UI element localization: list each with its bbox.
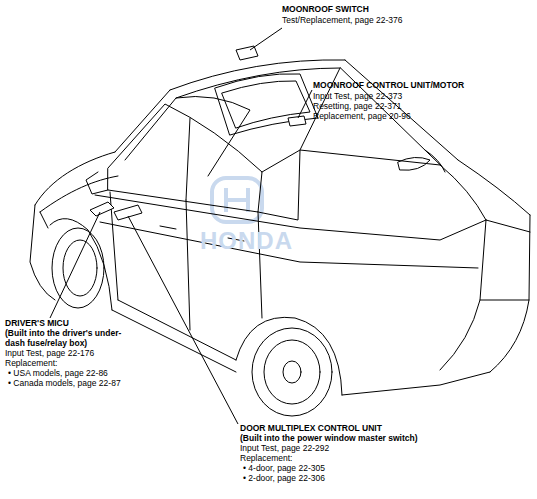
callout-note: (Built into the driver's under-dash fuse…: [5, 328, 140, 348]
moonroof-switch-part: [236, 46, 258, 60]
callout-text: • USA models, page 22-86: [8, 368, 108, 378]
car-body: [30, 60, 530, 416]
callout-heading: DRIVER'S MICU: [5, 318, 69, 328]
micu-part: [90, 202, 114, 216]
callout-text: Replacement:: [240, 453, 292, 463]
callout-text: Test/Replacement, page 22-376: [282, 15, 403, 25]
callout-note: (Built into the power window master swit…: [240, 433, 418, 443]
components: [90, 46, 306, 220]
callout-text: Input Test, page 22-292: [240, 443, 329, 453]
master-switch-part: [114, 205, 142, 220]
callout-text: Resetting, page 22-371: [313, 101, 401, 111]
callout-text: • 4-door, page 22-305: [243, 463, 325, 473]
callout-heading: MOONROOF SWITCH: [282, 4, 369, 14]
callout-text: • 2-door, page 22-306: [243, 473, 325, 483]
watermark-text: HONDA: [200, 228, 293, 254]
callout-text: Replacement, page 20-96: [313, 111, 411, 121]
callout-text: • Canada models, page 22-87: [8, 378, 121, 388]
control-unit-part: [288, 116, 306, 126]
callout-text: Input Test, page 22-176: [5, 348, 94, 358]
callout-text: Input Test, page 22-373: [313, 91, 402, 101]
callout-heading: DOOR MULTIPLEX CONTROL UNIT: [240, 423, 382, 433]
callout-text: Replacement:: [5, 358, 57, 368]
leader-lines: [50, 28, 312, 424]
callout-heading: MOONROOF CONTROL UNIT/MOTOR: [313, 80, 464, 90]
